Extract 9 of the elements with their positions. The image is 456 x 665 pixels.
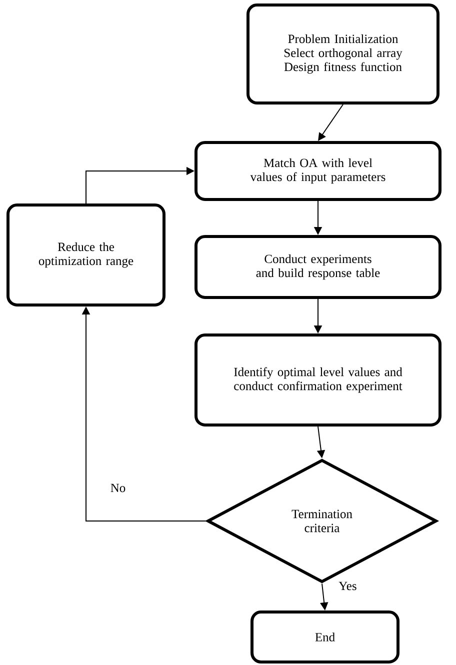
process-box: Match OA with level values of input parameters bbox=[194, 141, 442, 201]
edge-label: Yes bbox=[338, 580, 358, 592]
process-box: Problem Initialization Select orthogonal array Design fitness function bbox=[246, 4, 440, 104]
process-box: Conduct experiments and build response table bbox=[194, 235, 442, 299]
arrow bbox=[318, 104, 344, 141]
process-box: End bbox=[250, 610, 400, 664]
process-box: Identify optimal level values and conduct confirmation experiment bbox=[194, 334, 442, 426]
edge-label: No bbox=[109, 482, 127, 494]
process-box: Reduce the optimization range bbox=[6, 204, 166, 306]
